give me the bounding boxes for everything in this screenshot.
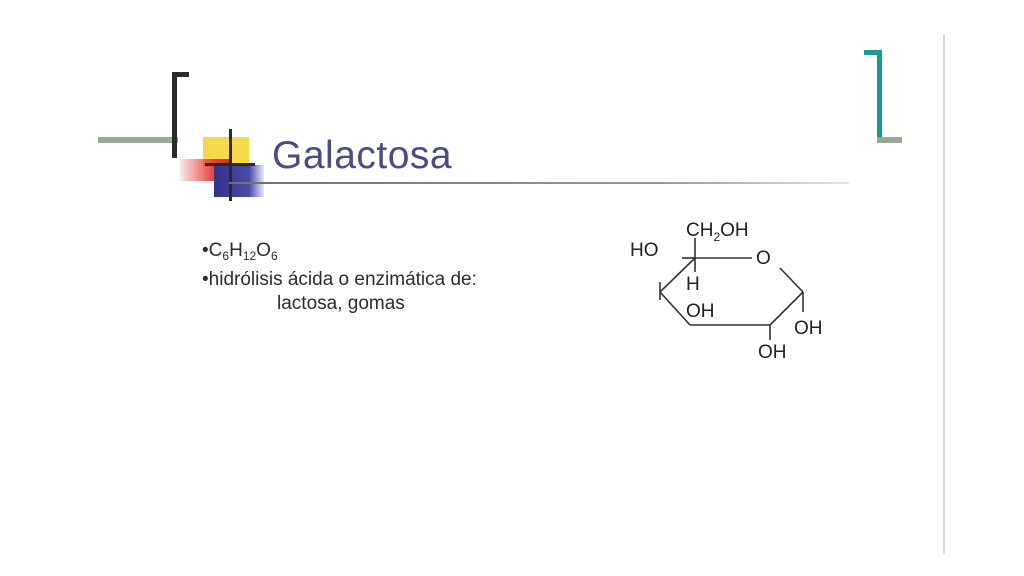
slide-right-edge <box>943 34 945 554</box>
c3-oh-label: OH <box>686 301 715 322</box>
ring-oxygen-label: O <box>756 248 771 269</box>
bond-o-c1 <box>779 267 804 293</box>
decor-cross-horizontal <box>205 163 255 166</box>
formula-oxygen: O <box>256 240 271 261</box>
bullet-marker: • <box>202 269 209 290</box>
bullet-sources: lactosa, gomas <box>277 293 405 314</box>
decor-bar-left <box>98 137 178 143</box>
formula-oxygen-count: 6 <box>270 249 278 263</box>
ring-bonds <box>659 238 804 340</box>
formula-hydrogen-count: 12 <box>242 249 257 263</box>
c1-oh-label: OH <box>794 318 823 339</box>
bullet-list: •C6H12O6 •hidrólisis ácida o enzimática … <box>202 239 477 316</box>
decor-bracket-top-right <box>877 50 882 138</box>
bond-c4-c5 <box>659 257 696 293</box>
c4-ho-label: HO <box>630 240 659 261</box>
c2-oh-label: OH <box>758 342 787 363</box>
bullet-hydrolysis-text: hidrólisis ácida o enzimática de: <box>208 269 477 290</box>
galactose-structure-diagram: CH2OH O HO H OH OH OH <box>630 220 823 363</box>
decor-bar-right <box>877 137 902 143</box>
bond-c3-c4 <box>659 291 691 326</box>
formula-hydrogen: H <box>229 240 243 261</box>
slide-title: Galactosa <box>272 134 453 177</box>
decor-bracket-top-left <box>172 72 177 158</box>
decor-bracket-top-left-cap <box>172 72 189 77</box>
title-underline <box>229 182 849 184</box>
decor-bracket-top-right-cap <box>864 50 882 55</box>
c4-h-label: H <box>686 274 700 295</box>
bullet-hydrolysis: •hidrólisis ácida o enzimática de: <box>202 268 477 292</box>
bullet-formula: •C6H12O6 <box>202 239 477 268</box>
ch2oh-label: CH2OH <box>686 220 749 244</box>
formula-carbon-count: 6 <box>222 249 230 263</box>
decor-square-blue <box>214 165 264 197</box>
formula-carbon: C <box>208 240 223 261</box>
bullet-marker: • <box>202 240 209 261</box>
bond-c1-c2 <box>769 291 804 326</box>
